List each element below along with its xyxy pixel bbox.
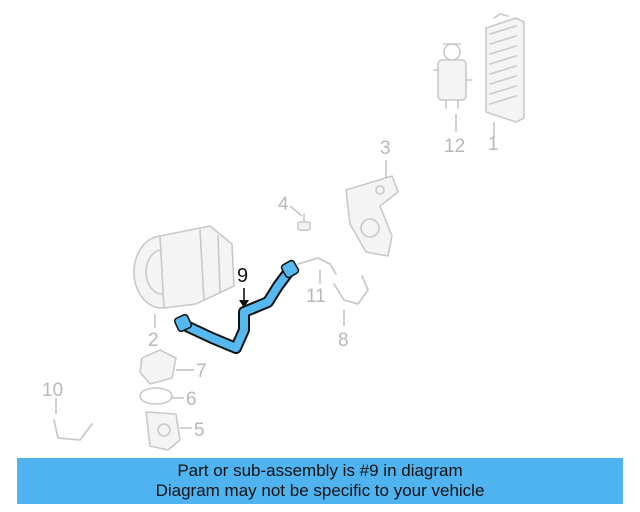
callout-2: 2 — [148, 330, 159, 351]
callout-11: 11 — [306, 286, 326, 307]
part-4-bolt — [297, 213, 311, 231]
callout-10: 10 — [42, 380, 63, 401]
parts-diagram: 1 12 3 4 2 11 8 — [42, 13, 525, 451]
part-12-valve — [433, 43, 473, 109]
callout-3: 3 — [380, 138, 391, 159]
part-8-hose — [333, 275, 369, 305]
callout-9: 9 — [237, 265, 248, 287]
info-banner: Part or sub-assembly is #9 in diagram Di… — [17, 458, 623, 504]
part-2-air-pump — [133, 225, 235, 309]
callout-1: 1 — [488, 134, 499, 155]
part-10-elbow — [53, 419, 93, 441]
part-9-highlighted-hose — [173, 259, 300, 354]
part-5-valve-body — [145, 411, 181, 451]
callout-12: 12 — [444, 136, 465, 157]
banner-line-2: Diagram may not be specific to your vehi… — [155, 481, 485, 500]
part-1-radiator — [485, 13, 525, 123]
callout-8: 8 — [338, 330, 349, 351]
callout-7: 7 — [196, 361, 207, 382]
banner-line-1: Part or sub-assembly is #9 in diagram — [177, 461, 463, 480]
callout-4: 4 — [278, 194, 289, 215]
part-6-gasket — [139, 387, 173, 405]
part-7-flange — [139, 349, 177, 385]
part-3-bracket — [345, 175, 399, 257]
part-11-pipe — [297, 257, 337, 275]
callout-6: 6 — [186, 389, 197, 410]
callout-5: 5 — [194, 420, 205, 441]
